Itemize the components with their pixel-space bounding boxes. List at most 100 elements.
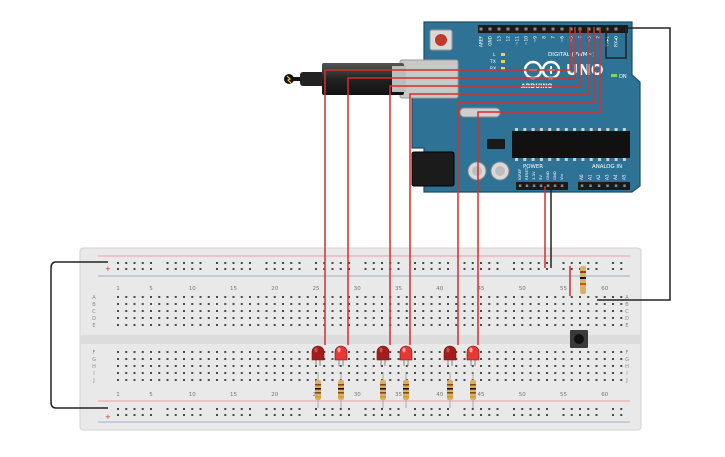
- terminal-hole: [298, 296, 301, 298]
- push-button-cap[interactable]: [574, 334, 584, 344]
- terminal-hole: [348, 372, 350, 374]
- terminal-hole: [199, 310, 202, 312]
- rail-hole: [265, 268, 268, 270]
- rail-hole: [612, 408, 614, 410]
- terminal-hole: [191, 358, 194, 360]
- terminal-hole: [620, 372, 623, 374]
- terminal-hole: [216, 351, 218, 353]
- terminal-hole: [207, 372, 210, 374]
- terminal-hole: [331, 379, 334, 381]
- terminal-hole: [216, 310, 218, 312]
- rail-hole: [183, 268, 185, 270]
- rail-hole: [562, 268, 565, 270]
- terminal-hole: [447, 303, 449, 305]
- rail-hole: [141, 262, 144, 264]
- led-5: [443, 345, 457, 408]
- terminal-hole: [504, 324, 507, 326]
- terminal-hole: [348, 358, 350, 360]
- terminal-hole: [298, 358, 301, 360]
- terminal-hole: [587, 303, 590, 305]
- terminal-hole: [463, 358, 466, 360]
- header-pin: [506, 27, 510, 31]
- terminal-hole: [331, 324, 334, 326]
- terminal-hole: [521, 317, 524, 319]
- terminal-hole: [141, 310, 144, 312]
- terminal-hole: [554, 358, 557, 360]
- rail-hole: [372, 268, 375, 270]
- led-highlight: [337, 347, 341, 353]
- digital-pin-label: ~5: [569, 36, 575, 43]
- terminal-hole: [216, 372, 218, 374]
- terminal-hole: [554, 372, 557, 374]
- row-letter: J: [92, 378, 94, 384]
- terminal-hole: [612, 372, 614, 374]
- rail-hole: [521, 268, 524, 270]
- terminal-hole: [372, 296, 375, 298]
- rail-hole: [480, 414, 482, 416]
- terminal-hole: [348, 365, 350, 367]
- terminal-hole: [488, 310, 491, 312]
- terminal-hole: [546, 365, 548, 367]
- terminal-hole: [315, 379, 317, 381]
- chip-pin: [573, 128, 577, 131]
- rail-hole: [422, 262, 425, 264]
- terminal-hole: [422, 351, 425, 353]
- terminal-hole: [414, 324, 416, 326]
- rail-hole: [364, 414, 367, 416]
- terminal-hole: [315, 324, 317, 326]
- rail-hole: [364, 408, 367, 410]
- rail-hole: [620, 268, 623, 270]
- column-number: 60: [601, 286, 608, 292]
- power-pin-label: GND: [552, 171, 557, 180]
- reset-button[interactable]: [435, 34, 447, 46]
- terminal-hole: [158, 372, 161, 374]
- terminal-hole: [438, 379, 441, 381]
- push-button[interactable]: [570, 330, 588, 348]
- terminal-hole: [496, 351, 499, 353]
- chip-pin: [622, 158, 626, 161]
- terminal-hole: [603, 379, 606, 381]
- terminal-hole: [579, 351, 581, 353]
- terminal-hole: [463, 351, 466, 353]
- terminal-hole: [191, 324, 194, 326]
- terminal-hole: [496, 310, 499, 312]
- terminal-hole: [546, 296, 548, 298]
- led-body: [376, 345, 390, 361]
- rail-hole: [579, 262, 581, 264]
- terminal-hole: [414, 310, 416, 312]
- terminal-hole: [298, 379, 301, 381]
- terminal-hole: [191, 310, 194, 312]
- chip-pin: [581, 158, 585, 161]
- rail-hole: [199, 268, 202, 270]
- terminal-hole: [405, 303, 408, 305]
- terminal-hole: [117, 303, 119, 305]
- rail-hole: [546, 414, 548, 416]
- terminal-hole: [183, 358, 185, 360]
- wire-rail-bridge-left: [50, 261, 108, 409]
- terminal-hole: [496, 365, 499, 367]
- terminal-hole: [240, 310, 243, 312]
- resistor-band: [315, 392, 321, 394]
- rail-hole: [587, 262, 590, 264]
- rail-hole: [372, 262, 375, 264]
- terminal-hole: [612, 379, 614, 381]
- terminal-hole: [174, 310, 177, 312]
- chip-pin: [564, 128, 568, 131]
- terminal-hole: [438, 372, 441, 374]
- capacitor-left-top: [472, 166, 482, 176]
- rail-hole: [587, 408, 590, 410]
- terminal-hole: [306, 310, 309, 312]
- terminal-hole: [463, 365, 466, 367]
- terminal-hole: [207, 303, 210, 305]
- terminal-hole: [463, 310, 466, 312]
- terminal-hole: [438, 296, 441, 298]
- header-pin: [587, 27, 591, 31]
- rail-hole: [125, 408, 128, 410]
- resistor-band: [447, 388, 453, 390]
- terminal-hole: [496, 296, 499, 298]
- rail-hole: [480, 408, 482, 410]
- terminal-hole: [595, 310, 598, 312]
- terminal-hole: [546, 324, 548, 326]
- terminal-hole: [381, 303, 383, 305]
- terminal-hole: [381, 317, 383, 319]
